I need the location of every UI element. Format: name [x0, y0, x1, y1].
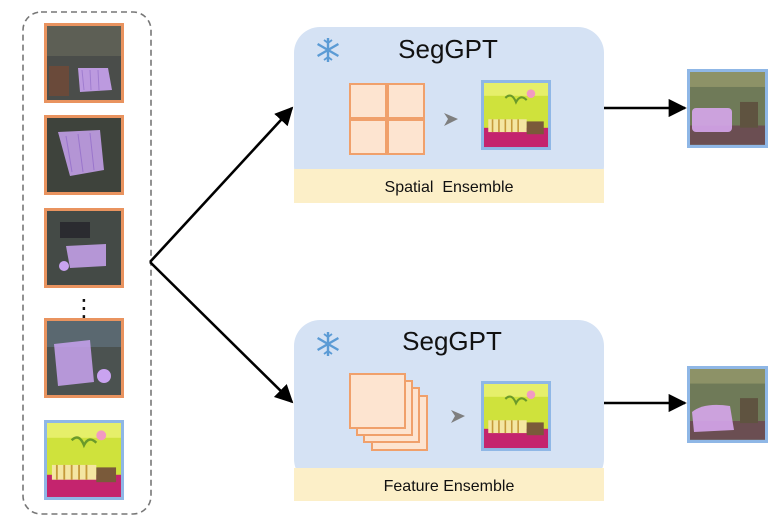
prompt-image-3	[44, 208, 124, 288]
prompt-image-2	[44, 115, 124, 195]
arrow-to-bottom-panel	[149, 261, 294, 404]
feature-ensemble-label: Feature Ensemble	[384, 478, 515, 495]
prompt-image-1	[44, 23, 124, 103]
feature-stack	[349, 373, 428, 451]
spatial-ensemble-label: Spatial Ensemble	[385, 179, 514, 196]
top-panel-title: SegGPT	[398, 34, 498, 64]
top-panel: SegGPT Spatial Ensemble	[294, 27, 604, 203]
top-result-image	[687, 69, 768, 148]
prompt-ellipsis: ⋮	[72, 295, 96, 322]
target-image	[44, 420, 124, 500]
top-panel-target-image	[481, 80, 551, 150]
bottom-panel: SegGPT Feature Ensemble	[294, 320, 604, 501]
arrow-to-top-panel	[149, 106, 294, 263]
prompt-image-4	[44, 318, 124, 398]
bottom-panel-target-image	[481, 381, 551, 451]
bottom-panel-title: SegGPT	[402, 326, 502, 356]
chevron-right-icon	[451, 410, 465, 423]
bottom-result-image	[687, 366, 768, 443]
chevron-right-icon	[444, 113, 458, 126]
spatial-grid	[349, 83, 425, 155]
